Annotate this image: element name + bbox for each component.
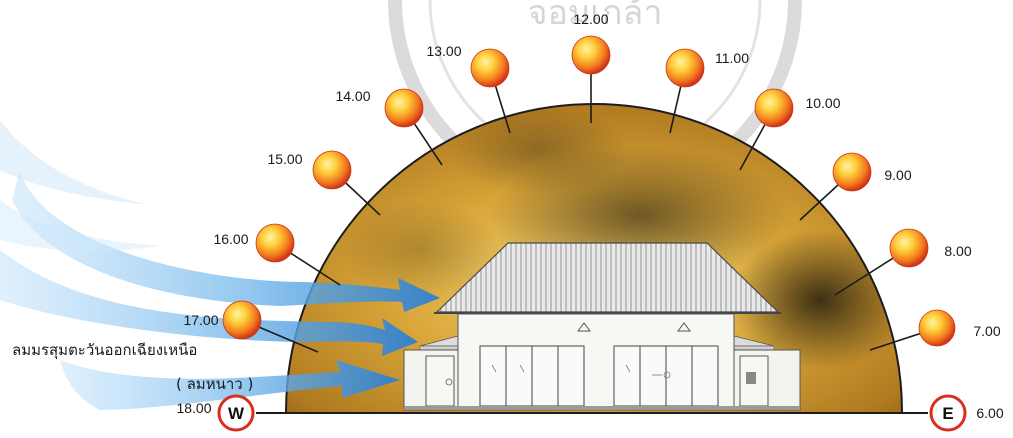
sun-8-00	[889, 228, 929, 268]
wind-sublabel: ( ลมหนาว )	[176, 375, 253, 393]
sun-16-00	[255, 223, 295, 263]
east-label: E	[942, 404, 953, 423]
time-label-14-00: 14.00	[335, 88, 370, 104]
wind-arrow-middle	[0, 250, 418, 356]
wind-label: ลมมรสุมตะวันออกเฉียงเหนือ	[12, 341, 197, 360]
time-label-8-00: 8.00	[944, 243, 971, 259]
sun-14-00	[384, 88, 424, 128]
west-label: W	[228, 404, 245, 423]
sun-13-00	[470, 48, 510, 88]
time-label-7-00: 7.00	[973, 323, 1000, 339]
time-label-9-00: 9.00	[884, 167, 911, 183]
time-label-15-00: 15.00	[267, 151, 302, 167]
wind-arrow-bottom	[60, 360, 400, 410]
sun-10-00	[754, 88, 794, 128]
time-label-11-00: 11.00	[715, 50, 749, 66]
sun-7-00	[918, 309, 956, 347]
time-label-6-00: 6.00	[976, 405, 1003, 421]
sun-12-00	[571, 35, 611, 75]
sun-positions	[222, 35, 956, 347]
time-label-17-00: 17.00	[183, 312, 218, 328]
sun-15-00	[312, 150, 352, 190]
wind-arrow-top	[12, 170, 440, 312]
time-label-18-00: 18.00	[176, 400, 211, 416]
sun-11-00	[665, 48, 705, 88]
sun-9-00	[832, 152, 872, 192]
time-label-10-00: 10.00	[805, 95, 840, 111]
time-labels: 6.00 7.00 8.00 9.00 10.00 11.00 12.00 13.00 14.0…	[176, 11, 1003, 421]
east-marker: E	[929, 394, 967, 432]
time-label-16-00: 16.00	[213, 231, 248, 247]
time-label-13-00: 13.00	[426, 43, 461, 59]
time-label-12-00: 12.00	[573, 11, 608, 27]
sun-17-00	[222, 300, 262, 340]
house-elevation	[403, 242, 801, 411]
wind-streams	[0, 120, 440, 410]
watermark-text: จอมเกล้า	[528, 0, 663, 33]
west-marker: W	[217, 394, 255, 432]
